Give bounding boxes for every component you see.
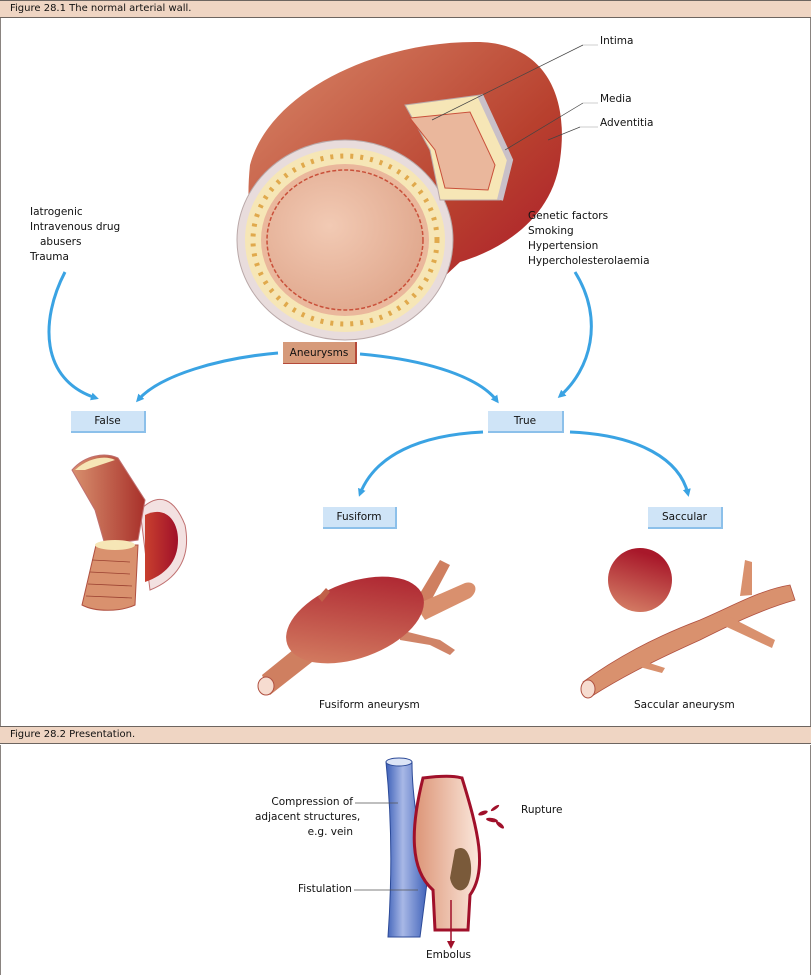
label-fistulation: Fistulation bbox=[298, 883, 352, 895]
node-false: False bbox=[71, 411, 146, 433]
flow-arrows bbox=[47, 271, 691, 497]
saccular-aneurysm-illustration bbox=[580, 548, 796, 699]
aneurysm-sac bbox=[412, 774, 482, 932]
thrombus bbox=[450, 848, 472, 891]
true-cause: Genetic factors bbox=[528, 210, 609, 222]
node-aneurysms: Aneurysms bbox=[283, 342, 357, 364]
caption-fusiform: Fusiform aneurysm bbox=[319, 699, 420, 711]
compression-line: Compression of bbox=[271, 796, 353, 808]
true-cause: Hypercholesterolaemia bbox=[528, 255, 650, 267]
label-intima: Intima bbox=[600, 35, 634, 47]
true-cause: Hypertension bbox=[528, 240, 599, 252]
arrow-causes-to-false bbox=[47, 271, 99, 401]
label-adventitia: Adventitia bbox=[600, 117, 654, 129]
node-true: True bbox=[488, 411, 564, 433]
label-rupture: Rupture bbox=[521, 804, 563, 816]
label-embolus: Embolus bbox=[426, 949, 471, 961]
wall-leader-lines bbox=[431, 44, 598, 151]
compression-line: adjacent structures, bbox=[255, 811, 361, 823]
rupture-spray bbox=[478, 804, 505, 829]
node-saccular: Saccular bbox=[648, 507, 723, 529]
false-cause: Intravenous drug bbox=[30, 221, 121, 233]
false-cause: Iatrogenic bbox=[30, 206, 83, 218]
compression-line: e.g. vein bbox=[307, 826, 353, 838]
arrow-aneurysms-to-true bbox=[359, 352, 499, 404]
false-cause: abusers bbox=[40, 236, 82, 248]
arterial-wall-illustration bbox=[236, 41, 562, 341]
arrow-aneurysms-to-false bbox=[136, 351, 279, 403]
figure-2-header: Figure 28.2 Presentation. bbox=[0, 726, 811, 744]
label-compression: Compression of adjacent structures, e.g.… bbox=[255, 795, 361, 840]
caption-saccular: Saccular aneurysm bbox=[634, 699, 735, 711]
figure-2-title: Figure 28.2 Presentation. bbox=[10, 729, 136, 740]
true-cause: Smoking bbox=[528, 225, 574, 237]
false-cause: Trauma bbox=[30, 251, 69, 263]
true-causes-list: Genetic factors Smoking Hypertension Hyp… bbox=[528, 209, 650, 269]
figure-1-header: Figure 28.1 The normal arterial wall. bbox=[0, 0, 811, 18]
arrow-true-to-saccular bbox=[569, 430, 691, 497]
false-aneurysm-illustration bbox=[71, 454, 187, 611]
presentation-illustration bbox=[354, 757, 505, 949]
node-fusiform: Fusiform bbox=[323, 507, 397, 529]
false-causes-list: Iatrogenic Intravenous drug abusers Trau… bbox=[30, 205, 120, 265]
label-media: Media bbox=[600, 93, 632, 105]
arrow-true-to-fusiform bbox=[358, 430, 484, 497]
fusiform-aneurysm-illustration bbox=[257, 560, 476, 696]
vein bbox=[385, 761, 429, 938]
figure-1-title: Figure 28.1 The normal arterial wall. bbox=[10, 3, 192, 14]
arrow-causes-to-true bbox=[557, 271, 593, 398]
